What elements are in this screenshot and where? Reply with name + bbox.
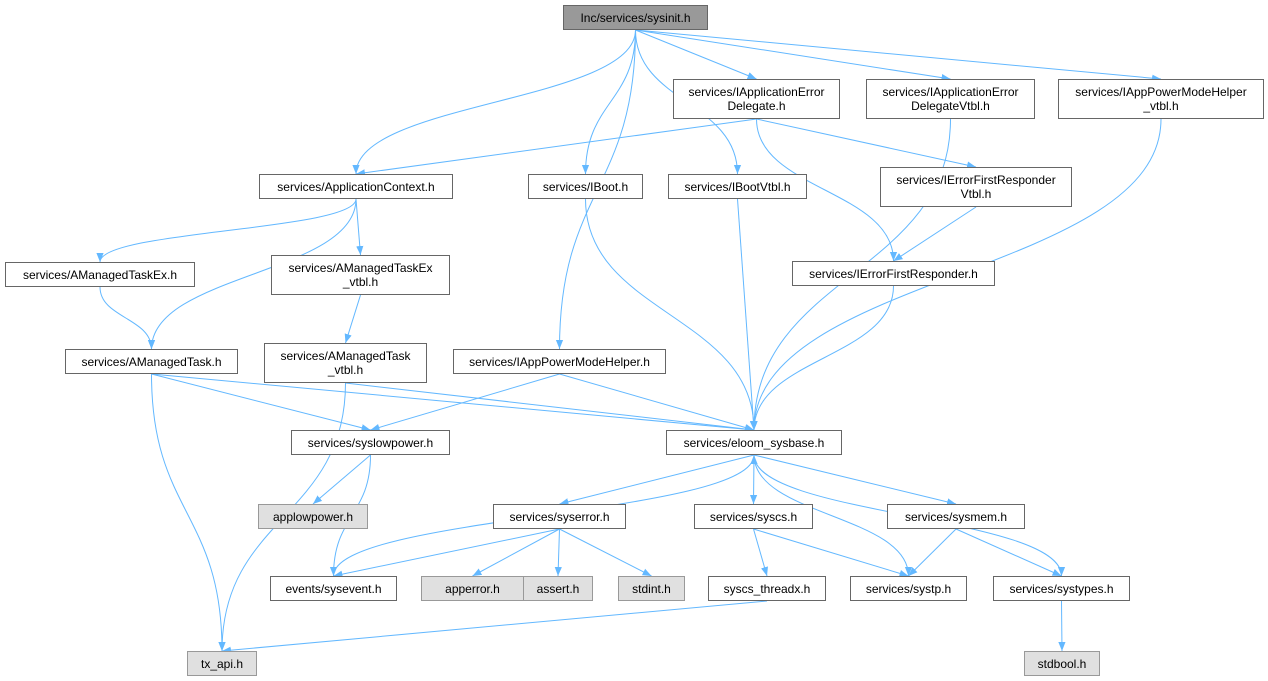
edge-amt-to-syslowpower bbox=[151, 373, 371, 432]
node-ierrFirstVtbl[interactable]: services/IErrorFirstResponder Vtbl.h bbox=[880, 167, 1072, 207]
edge-iappPower-to-syslowpower bbox=[370, 373, 560, 431]
node-stdbool: stdbool.h bbox=[1024, 651, 1100, 676]
edge-sysinit-to-iappErrDel bbox=[635, 29, 757, 80]
node-iappErrDelVtbl[interactable]: services/IApplicationError DelegateVtbl.… bbox=[866, 79, 1035, 119]
node-syslowpower[interactable]: services/syslowpower.h bbox=[291, 430, 450, 455]
node-txapi: tx_api.h bbox=[187, 651, 257, 676]
edge-eloom-to-syserror bbox=[559, 454, 755, 506]
edge-syserror-to-apperror bbox=[472, 528, 560, 577]
edge-amt-to-txapi bbox=[151, 373, 226, 652]
edge-amtVtbl-to-eloom bbox=[345, 382, 755, 433]
edge-syslowpower-to-applowpower bbox=[312, 454, 371, 505]
edge-syserror-to-stdint bbox=[559, 528, 652, 577]
node-eloom[interactable]: services/eloom_sysbase.h bbox=[666, 430, 842, 455]
node-syscsThreadx[interactable]: syscs_threadx.h bbox=[708, 576, 826, 601]
edge-eloom-to-systp bbox=[753, 454, 913, 577]
node-sysinit: Inc/services/sysinit.h bbox=[563, 5, 708, 30]
edge-sysinit-to-iappErrDelVtbl bbox=[635, 29, 951, 82]
edge-ierrFirst-to-eloom bbox=[750, 285, 894, 431]
node-stdint: stdint.h bbox=[618, 576, 685, 601]
edge-systypes-to-stdbool bbox=[1058, 600, 1066, 652]
edge-iappPower-to-eloom bbox=[559, 373, 755, 431]
edge-ibootVtbl-to-eloom bbox=[737, 198, 757, 431]
edge-syserror-to-assert bbox=[554, 528, 562, 577]
edge-appContext-to-amtExVtbl bbox=[355, 198, 364, 256]
node-sysmem[interactable]: services/sysmem.h bbox=[887, 504, 1025, 529]
node-amtVtbl[interactable]: services/AManagedTask _vtbl.h bbox=[264, 343, 427, 383]
node-ierrFirst[interactable]: services/IErrorFirstResponder.h bbox=[792, 261, 995, 286]
edge-sysinit-to-iboot bbox=[581, 29, 636, 175]
edge-syscs-to-systp bbox=[753, 528, 909, 577]
node-iappPowerVtbl[interactable]: services/IAppPowerModeHelper _vtbl.h bbox=[1058, 79, 1264, 119]
node-sysevent[interactable]: events/sysevent.h bbox=[270, 576, 397, 601]
node-systp[interactable]: services/systp.h bbox=[850, 576, 967, 601]
node-syserror[interactable]: services/syserror.h bbox=[493, 504, 626, 529]
node-amt[interactable]: services/AManagedTask.h bbox=[65, 349, 238, 374]
edge-amt-to-eloom bbox=[151, 373, 755, 433]
edge-sysinit-to-iappPowerVtbl bbox=[635, 29, 1162, 82]
node-amtEx[interactable]: services/AManagedTaskEx.h bbox=[5, 262, 195, 287]
node-appContext[interactable]: services/ApplicationContext.h bbox=[259, 174, 453, 199]
edge-sysmem-to-systp bbox=[908, 528, 957, 577]
edge-syserror-to-sysevent bbox=[333, 528, 560, 578]
node-amtExVtbl[interactable]: services/AManagedTaskEx _vtbl.h bbox=[271, 255, 450, 295]
node-syscs[interactable]: services/syscs.h bbox=[694, 504, 813, 529]
node-systypes[interactable]: services/systypes.h bbox=[993, 576, 1130, 601]
edge-appContext-to-amt bbox=[147, 198, 357, 350]
node-assert: assert.h bbox=[523, 576, 593, 601]
edge-iappErrDel-to-ierrFirstVtbl bbox=[756, 118, 977, 169]
edge-sysmem-to-systypes bbox=[955, 528, 1062, 577]
node-applowpower: applowpower.h bbox=[258, 504, 368, 529]
edge-eloom-to-syscs bbox=[749, 454, 758, 505]
node-iappErrDel[interactable]: services/IApplicationError Delegate.h bbox=[673, 79, 840, 119]
edge-iappErrDel-to-ierrFirst bbox=[756, 118, 898, 262]
edge-appContext-to-amtEx bbox=[96, 198, 357, 263]
edge-ierrFirstVtbl-to-ierrFirst bbox=[893, 206, 977, 262]
edge-eloom-to-sysmem bbox=[753, 454, 957, 506]
edge-iboot-to-eloom bbox=[585, 198, 758, 431]
edge-amtExVtbl-to-amtVtbl bbox=[344, 294, 361, 344]
node-ibootVtbl[interactable]: services/IBootVtbl.h bbox=[668, 174, 807, 199]
edge-syscsThreadx-to-txapi bbox=[221, 600, 768, 654]
edge-syscs-to-syscsThreadx bbox=[753, 528, 768, 577]
node-iboot[interactable]: services/IBoot.h bbox=[528, 174, 643, 199]
edge-iappErrDel-to-appContext bbox=[355, 118, 757, 177]
node-iappPower[interactable]: services/IAppPowerModeHelper.h bbox=[453, 349, 666, 374]
edge-sysinit-to-appContext bbox=[352, 29, 636, 175]
edge-amtEx-to-amt bbox=[99, 286, 156, 350]
node-apperror: apperror.h bbox=[421, 576, 524, 601]
